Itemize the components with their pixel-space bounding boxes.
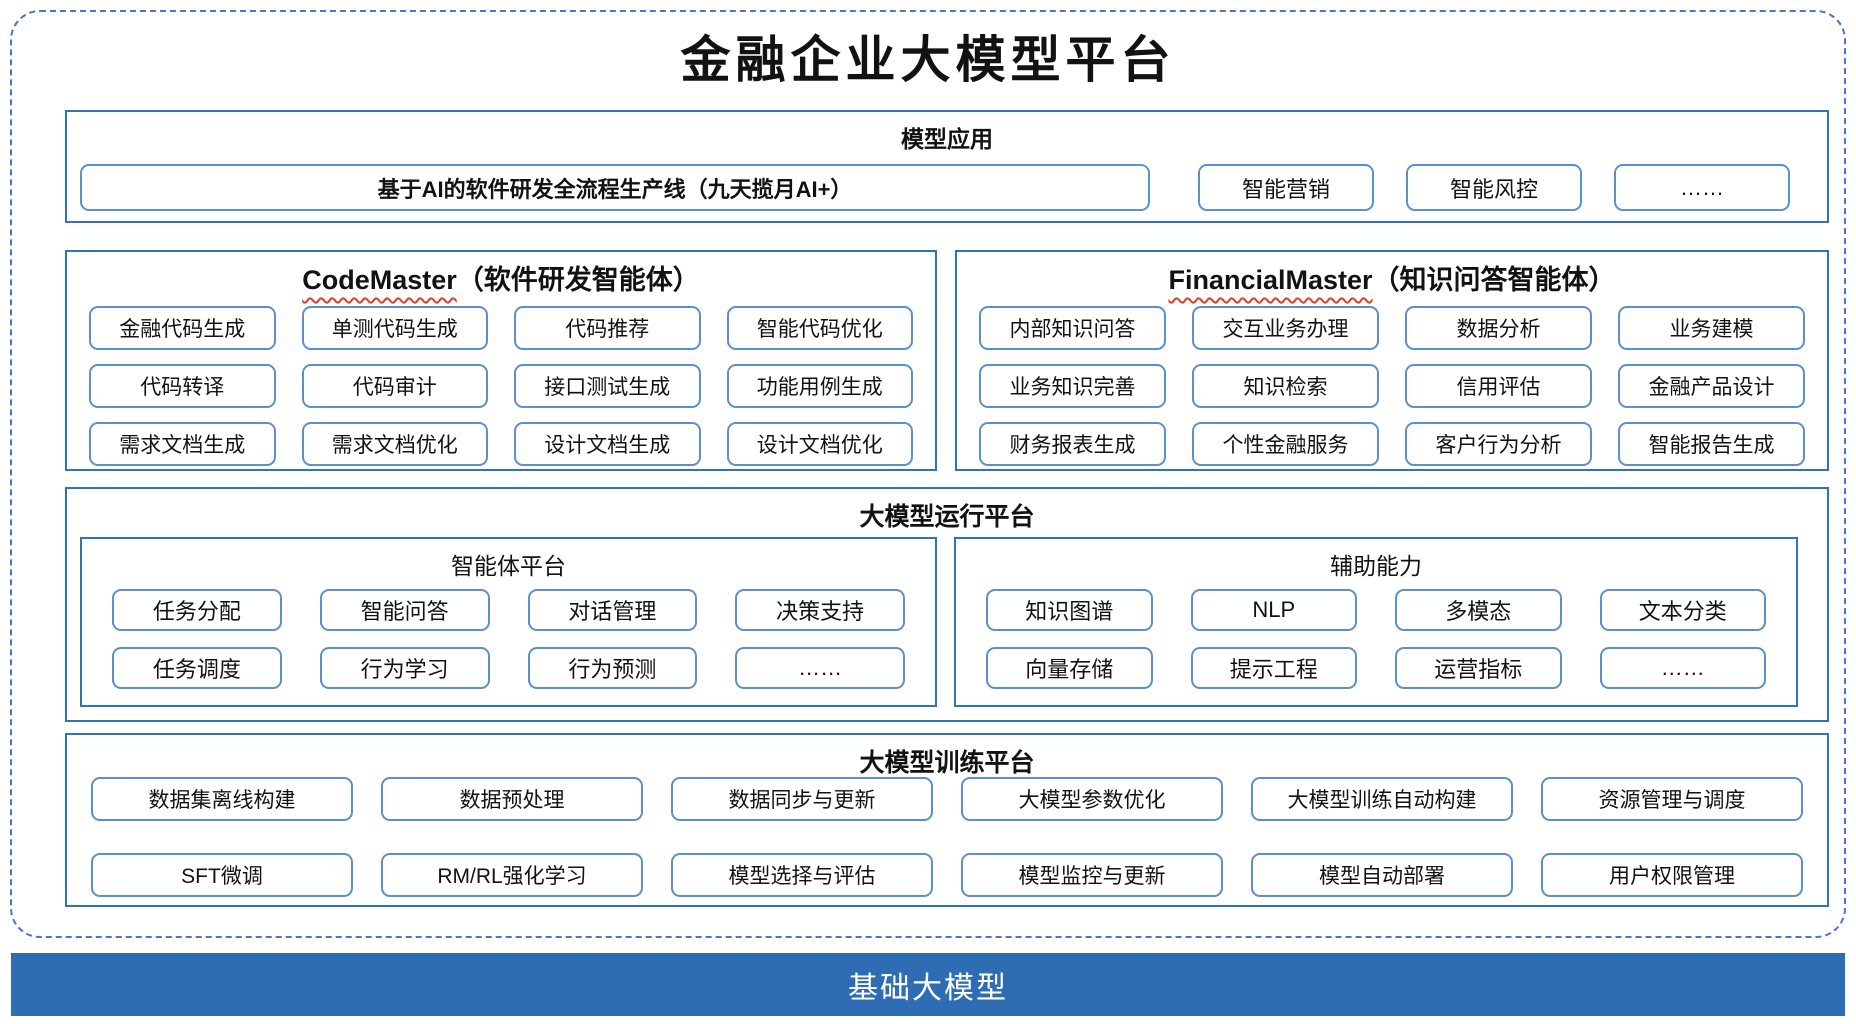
node-agent-item: 对话管理 [527, 589, 698, 631]
agent-platform-grid: 任务分配 智能问答 对话管理 决策支持 任务调度 行为学习 行为预测 …… [112, 589, 905, 689]
node-agent-item: 任务分配 [112, 589, 282, 631]
node-codemaster-item: 金融代码生成 [89, 306, 276, 350]
foundation-model-bar: 基础大模型 [11, 953, 1845, 1016]
node-agent-item: 任务调度 [112, 647, 282, 689]
agent-platform-title: 智能体平台 [451, 553, 566, 579]
page-title: 金融企业大模型平台 [680, 30, 1176, 89]
node-financialmaster-item: 知识检索 [1192, 364, 1379, 408]
node-training-item: 大模型参数优化 [961, 777, 1223, 821]
node-ai-software-pipeline: 基于AI的软件研发全流程生产线（九天揽月AI+） [80, 164, 1150, 211]
platform-dashed-border [10, 10, 1846, 938]
node-aux-item: …… [1599, 647, 1766, 689]
node-agent-item: 智能问答 [319, 589, 490, 631]
node-financialmaster-item: 信用评估 [1405, 364, 1592, 408]
node-agent-item: 决策支持 [735, 589, 905, 631]
codemaster-grid: 金融代码生成 单测代码生成 代码推荐 智能代码优化 代码转译 代码审计 接口测试… [89, 306, 913, 466]
node-smart-marketing: 智能营销 [1198, 164, 1374, 211]
node-codemaster-item: 设计文档优化 [726, 422, 913, 466]
node-agent-item: …… [735, 647, 905, 689]
node-codemaster-item: 功能用例生成 [726, 364, 913, 408]
node-aux-item: 提示工程 [1190, 647, 1357, 689]
node-codemaster-item: 单测代码生成 [301, 306, 488, 350]
section-financialmaster: FinancialMaster（知识问答智能体） 内部知识问答 交互业务办理 数… [955, 250, 1829, 471]
section-runtime-platform: 大模型运行平台 智能体平台 任务分配 智能问答 对话管理 决策支持 任务调度 行… [65, 487, 1829, 722]
financialmaster-title-zh: （知识问答智能体） [1372, 265, 1616, 295]
node-codemaster-item: 设计文档生成 [514, 422, 701, 466]
section-training-platform: 大模型训练平台 数据集离线构建 数据预处理 数据同步与更新 大模型参数优化 大模… [65, 733, 1829, 907]
node-codemaster-item: 代码推荐 [514, 306, 701, 350]
node-financialmaster-item: 内部知识问答 [979, 306, 1166, 350]
node-codemaster-item: 代码转译 [89, 364, 276, 408]
node-agent-item: 行为预测 [527, 647, 698, 689]
node-training-item: 用户权限管理 [1541, 853, 1803, 897]
node-codemaster-item: 接口测试生成 [514, 364, 701, 408]
node-codemaster-item: 代码审计 [301, 364, 488, 408]
codemaster-title-en: CodeMaster [302, 265, 457, 295]
model-application-row: 基于AI的软件研发全流程生产线（九天揽月AI+） 智能营销 智能风控 …… [80, 164, 1790, 211]
codemaster-title: CodeMaster（软件研发智能体） [67, 252, 935, 297]
node-financialmaster-item: 业务建模 [1618, 306, 1805, 350]
node-training-item: 数据集离线构建 [91, 777, 353, 821]
node-codemaster-item: 需求文档优化 [301, 422, 488, 466]
aux-ability-grid: 知识图谱 NLP 多模态 文本分类 向量存储 提示工程 运营指标 …… [986, 589, 1766, 689]
node-aux-item: 文本分类 [1599, 589, 1766, 631]
training-grid: 数据集离线构建 数据预处理 数据同步与更新 大模型参数优化 大模型训练自动构建 … [91, 777, 1803, 897]
section-codemaster: CodeMaster（软件研发智能体） 金融代码生成 单测代码生成 代码推荐 智… [65, 250, 937, 471]
node-financialmaster-item: 个性金融服务 [1192, 422, 1379, 466]
codemaster-title-zh: （软件研发智能体） [456, 265, 700, 295]
node-training-item: 模型选择与评估 [671, 853, 933, 897]
aux-ability-title: 辅助能力 [1330, 553, 1422, 579]
node-financialmaster-item: 客户行为分析 [1405, 422, 1592, 466]
node-financialmaster-item: 金融产品设计 [1618, 364, 1805, 408]
node-financialmaster-item: 交互业务办理 [1192, 306, 1379, 350]
node-more-apps-ellipsis: …… [1614, 164, 1790, 211]
node-aux-item: 知识图谱 [986, 589, 1153, 631]
node-training-item: 资源管理与调度 [1541, 777, 1803, 821]
node-training-item: RM/RL强化学习 [381, 853, 643, 897]
section-title: 模型应用 [901, 126, 993, 152]
node-aux-item: NLP [1190, 589, 1357, 631]
foundation-model-label: 基础大模型 [848, 971, 1008, 1005]
node-training-item: SFT微调 [91, 853, 353, 897]
subsection-agent-platform: 智能体平台 任务分配 智能问答 对话管理 决策支持 任务调度 行为学习 行为预测… [80, 537, 937, 707]
runtime-title: 大模型运行平台 [859, 503, 1035, 531]
node-training-item: 模型监控与更新 [961, 853, 1223, 897]
node-training-item: 数据预处理 [381, 777, 643, 821]
node-aux-item: 多模态 [1395, 589, 1562, 631]
node-financialmaster-item: 数据分析 [1405, 306, 1592, 350]
node-financialmaster-item: 财务报表生成 [979, 422, 1166, 466]
node-agent-item: 行为学习 [319, 647, 490, 689]
node-training-item: 模型自动部署 [1251, 853, 1513, 897]
node-financialmaster-item: 业务知识完善 [979, 364, 1166, 408]
node-aux-item: 向量存储 [986, 647, 1153, 689]
node-smart-risk-control: 智能风控 [1406, 164, 1582, 211]
node-training-item: 数据同步与更新 [671, 777, 933, 821]
node-financialmaster-item: 智能报告生成 [1618, 422, 1805, 466]
financialmaster-title-en: FinancialMaster [1168, 265, 1373, 295]
node-training-item: 大模型训练自动构建 [1251, 777, 1513, 821]
node-codemaster-item: 需求文档生成 [89, 422, 276, 466]
financialmaster-grid: 内部知识问答 交互业务办理 数据分析 业务建模 业务知识完善 知识检索 信用评估… [979, 306, 1805, 466]
node-codemaster-item: 智能代码优化 [726, 306, 913, 350]
section-model-application: 模型应用 基于AI的软件研发全流程生产线（九天揽月AI+） 智能营销 智能风控 … [65, 110, 1829, 223]
training-title: 大模型训练平台 [859, 749, 1035, 777]
financialmaster-title: FinancialMaster（知识问答智能体） [957, 252, 1827, 297]
subsection-aux-ability: 辅助能力 知识图谱 NLP 多模态 文本分类 向量存储 提示工程 运营指标 …… [954, 537, 1798, 707]
node-aux-item: 运营指标 [1395, 647, 1562, 689]
